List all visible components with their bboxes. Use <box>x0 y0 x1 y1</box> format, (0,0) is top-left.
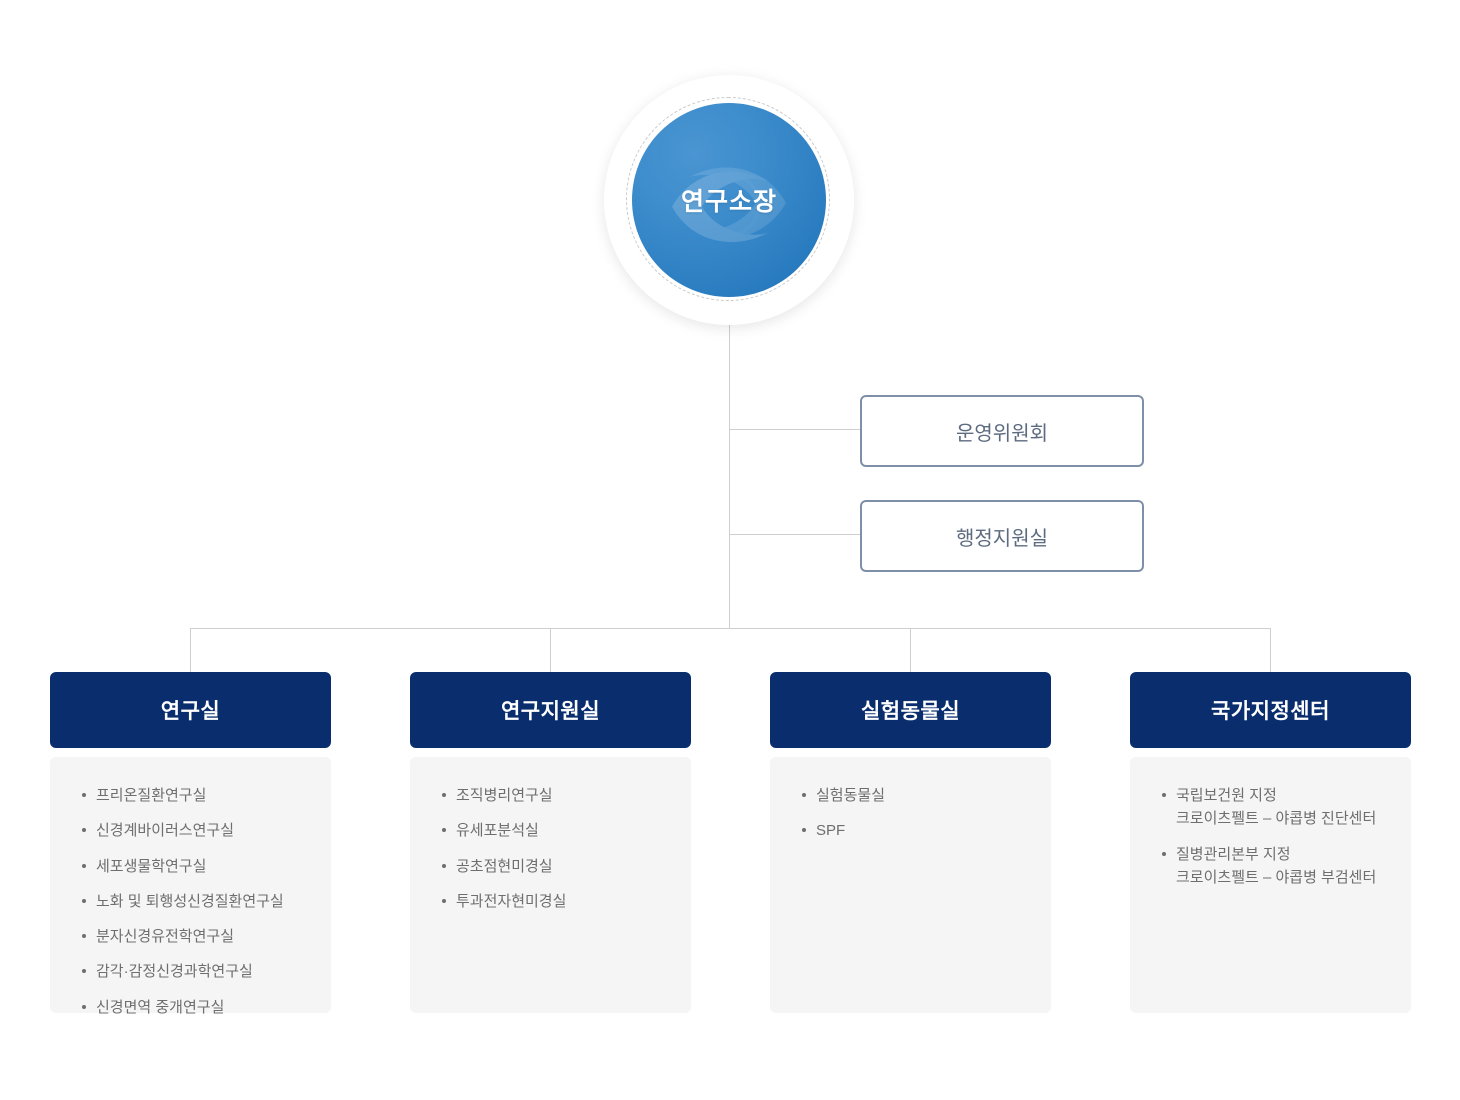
item-line1: 투과전자현미경실 <box>456 892 567 910</box>
column-research-labs: 연구실 프리온질환연구실 신경계바이러스연구실 세포생물학연구실 노화 및 퇴행… <box>50 672 331 1016</box>
list-item[interactable]: 감각·감정신경과학연구실 <box>82 960 317 983</box>
root-circle: 연구소장 <box>632 103 826 297</box>
item-line1: 실험동물실 <box>816 787 886 804</box>
item-line2: 크로이츠펠트 – 야콥병 부검센터 <box>1176 868 1377 886</box>
list-item[interactable]: 실험동물실 <box>802 784 1037 807</box>
list-item[interactable]: SPF <box>802 819 1037 842</box>
item-line1: 프리온질환연구실 <box>96 787 207 804</box>
list-item[interactable]: 질병관리본부 지정 크로이츠펠트 – 야콥병 부검센터 <box>1162 843 1397 890</box>
column-header[interactable]: 연구실 <box>50 672 331 748</box>
item-line1: 분자신경유전학연구실 <box>96 928 235 945</box>
column-header[interactable]: 실험동물실 <box>770 672 1051 748</box>
list-item[interactable]: 세포생물학연구실 <box>82 855 317 878</box>
connector-to-operating-committee <box>729 429 860 430</box>
item-line1: SPF <box>816 822 846 840</box>
list-item[interactable]: 조직병리연구실 <box>442 784 677 807</box>
list-item[interactable]: 신경면역 중개연구실 <box>82 996 317 1019</box>
column-title: 실험동물실 <box>860 700 961 723</box>
item-line1: 신경계바이러스연구실 <box>96 822 235 840</box>
item-line2: 크로이츠펠트 – 야콥병 진단센터 <box>1176 810 1377 828</box>
column-item-list: 국립보건원 지정 크로이츠펠트 – 야콥병 진단센터 질병관리본부 지정 크로이… <box>1130 784 1411 889</box>
connector-drop-col-3 <box>910 628 911 672</box>
column-body: 실험동물실 SPF <box>770 757 1051 1013</box>
column-animal-facility: 실험동물실 실험동물실 SPF <box>770 672 1051 1013</box>
column-national-centers: 국가지정센터 국립보건원 지정 크로이츠펠트 – 야콥병 진단센터 질병관리본부… <box>1130 672 1411 1013</box>
column-header[interactable]: 연구지원실 <box>410 672 691 748</box>
column-item-list: 프리온질환연구실 신경계바이러스연구실 세포생물학연구실 노화 및 퇴행성신경질… <box>50 784 331 1019</box>
item-line1: 공초점현미경실 <box>456 857 553 875</box>
root-dashed-ring <box>626 97 830 301</box>
column-header[interactable]: 국가지정센터 <box>1130 672 1411 748</box>
side-box-label: 행정지원실 <box>956 527 1048 550</box>
item-line1: 질병관리본부 지정 <box>1176 845 1291 863</box>
column-body: 프리온질환연구실 신경계바이러스연구실 세포생물학연구실 노화 및 퇴행성신경질… <box>50 757 331 1016</box>
item-line1: 노화 및 퇴행성신경질환연구실 <box>96 892 284 910</box>
connector-drop-col-4 <box>1270 628 1271 672</box>
connector-drop-col-1 <box>190 628 191 672</box>
side-box-label: 운영위원회 <box>956 422 1048 445</box>
list-item[interactable]: 투과전자현미경실 <box>442 890 677 913</box>
column-title: 연구실 <box>160 700 221 723</box>
column-body: 국립보건원 지정 크로이츠펠트 – 야콥병 진단센터 질병관리본부 지정 크로이… <box>1130 757 1411 1013</box>
item-line1: 감각·감정신경과학연구실 <box>96 963 253 981</box>
side-box-admin-office[interactable]: 행정지원실 <box>860 500 1144 572</box>
item-line1: 국립보건원 지정 <box>1176 787 1277 804</box>
column-research-support: 연구지원실 조직병리연구실 유세포분석실 공초점현미경실 투과전자현미경실 <box>410 672 691 1013</box>
side-box-operating-committee[interactable]: 운영위원회 <box>860 395 1144 467</box>
connector-drop-col-2 <box>550 628 551 672</box>
list-item[interactable]: 공초점현미경실 <box>442 855 677 878</box>
item-line1: 신경면역 중개연구실 <box>96 998 225 1016</box>
column-title: 연구지원실 <box>500 700 601 723</box>
list-item[interactable]: 노화 및 퇴행성신경질환연구실 <box>82 890 317 913</box>
connector-trunk-vertical <box>729 325 730 628</box>
root-label: 연구소장 <box>680 188 777 216</box>
connector-bus-horizontal <box>190 628 1271 629</box>
item-line1: 유세포분석실 <box>456 822 539 840</box>
connector-to-admin-office <box>729 534 860 535</box>
column-item-list: 조직병리연구실 유세포분석실 공초점현미경실 투과전자현미경실 <box>410 784 691 913</box>
column-item-list: 실험동물실 SPF <box>770 784 1051 843</box>
item-line1: 세포생물학연구실 <box>96 857 207 875</box>
item-line1: 조직병리연구실 <box>456 787 553 804</box>
column-body: 조직병리연구실 유세포분석실 공초점현미경실 투과전자현미경실 <box>410 757 691 1013</box>
list-item[interactable]: 국립보건원 지정 크로이츠펠트 – 야콥병 진단센터 <box>1162 784 1397 831</box>
institute-wave-logo-watermark <box>672 167 786 243</box>
root-node-director[interactable]: 연구소장 <box>604 75 854 325</box>
list-item[interactable]: 신경계바이러스연구실 <box>82 819 317 842</box>
list-item[interactable]: 분자신경유전학연구실 <box>82 925 317 948</box>
list-item[interactable]: 유세포분석실 <box>442 819 677 842</box>
column-title: 국가지정센터 <box>1211 700 1330 723</box>
list-item[interactable]: 프리온질환연구실 <box>82 784 317 807</box>
